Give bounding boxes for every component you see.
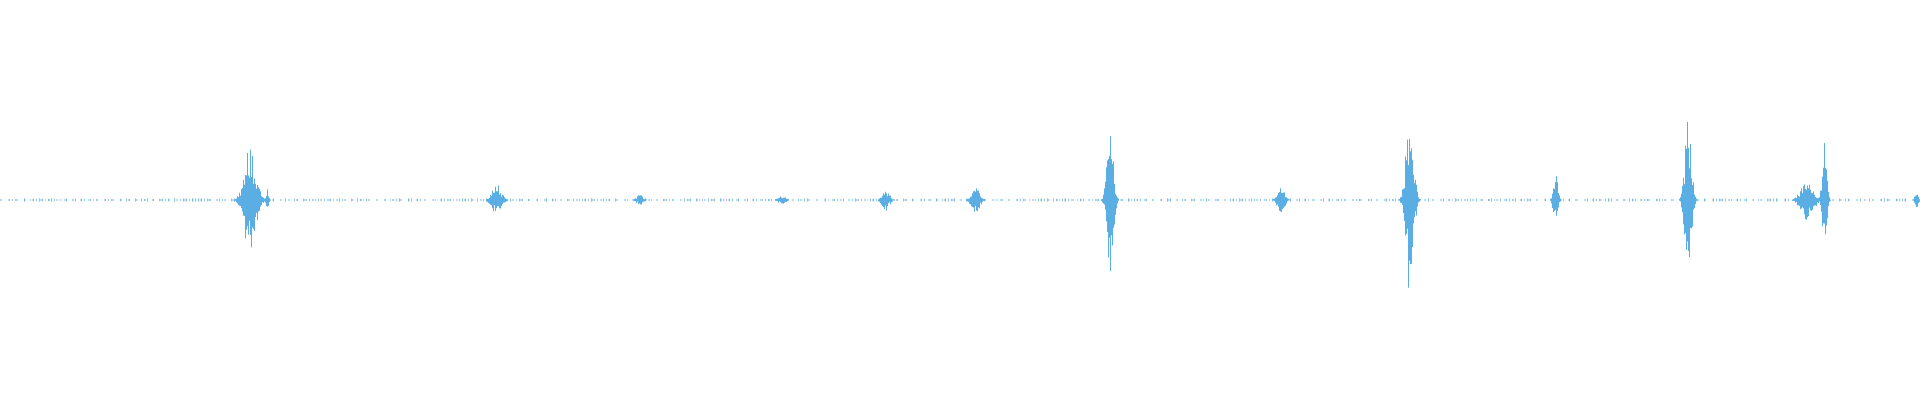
waveform-bursts xyxy=(234,122,1920,288)
waveform-noise-floor xyxy=(9,198,1918,202)
waveform-samples xyxy=(9,122,1920,288)
